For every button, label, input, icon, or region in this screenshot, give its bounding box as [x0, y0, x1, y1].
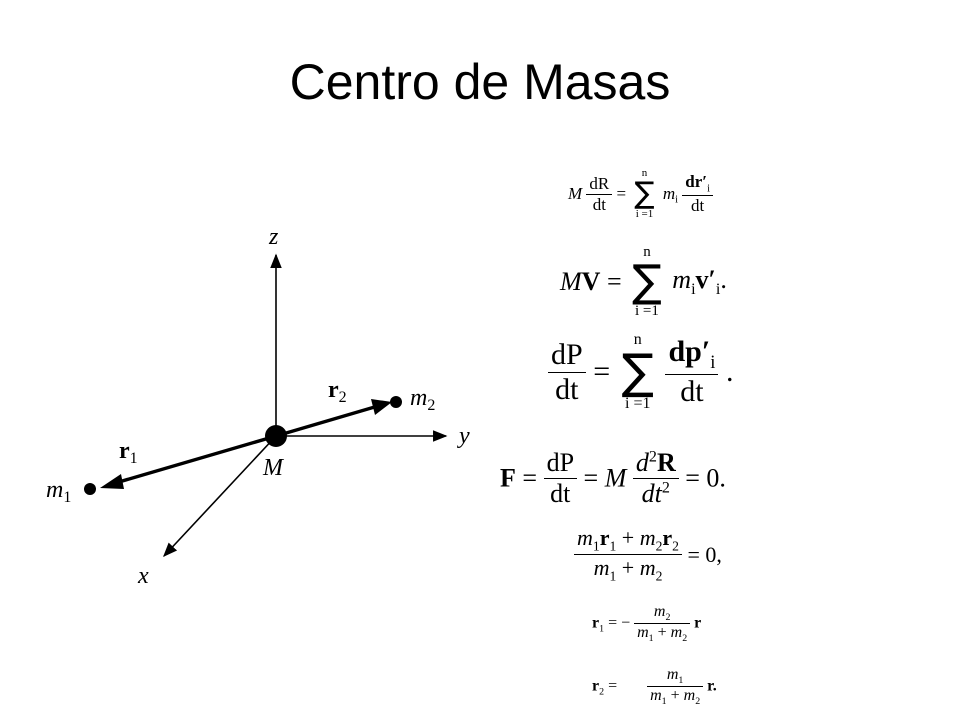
slide-title: Centro de Masas: [289, 54, 671, 110]
mass-m2-dot: [390, 396, 402, 408]
r1-label: r1: [119, 438, 138, 467]
r1-arrowhead: [100, 474, 124, 489]
y-axis-label: y: [457, 423, 470, 449]
r2-vector: [275, 404, 379, 438]
m1-label: m1: [46, 477, 71, 506]
equation-2: MV = n∑i =1 miv′i.: [560, 244, 727, 319]
r2-arrowhead: [371, 399, 392, 415]
m2-label: m2: [410, 385, 435, 414]
mass-m1-dot: [84, 483, 96, 495]
x-axis: [163, 435, 277, 558]
r2-label: r2: [328, 377, 347, 406]
z-axis-label: z: [268, 224, 279, 250]
M-label: M: [262, 455, 285, 481]
mass-M-dot: [265, 425, 287, 447]
x-axis-label: x: [137, 563, 149, 589]
r1-vector: [111, 434, 277, 486]
